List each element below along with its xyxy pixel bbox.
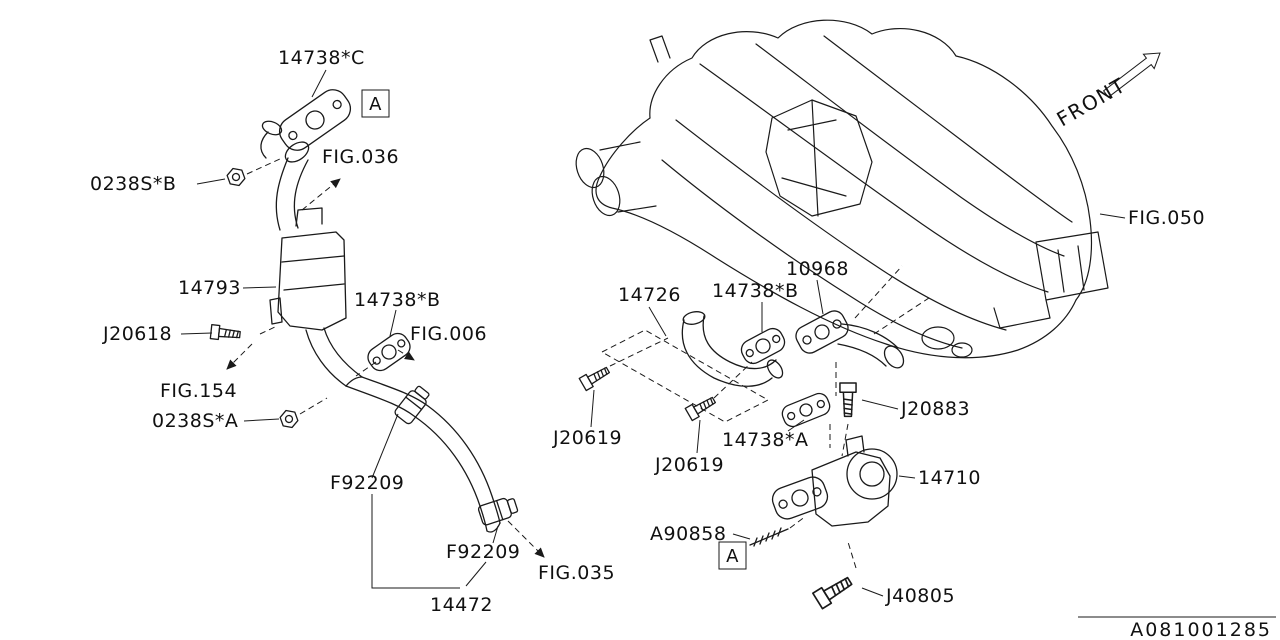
label-A90858: A90858 xyxy=(650,523,726,545)
detail-a-box-1 xyxy=(361,89,390,118)
leader-lines xyxy=(180,69,1126,597)
valve-14710-figure xyxy=(771,435,898,527)
drawing-code: A081001285 xyxy=(1130,619,1272,640)
label-14710: 14710 xyxy=(918,467,981,489)
clamp-F92209-2-figure xyxy=(476,494,520,527)
footer: A081001285 xyxy=(1078,616,1276,640)
fig006-arrow xyxy=(397,349,415,361)
nut-0238SB-figure xyxy=(225,167,247,187)
stud-A90858-figure xyxy=(749,527,789,547)
label-14738B-left: 14738*B xyxy=(354,289,440,311)
label-fig050: FIG.050 xyxy=(1128,207,1205,229)
gasket-14738C-figure xyxy=(278,89,352,151)
fig035-arrow xyxy=(507,520,545,558)
nut-0238SA-figure xyxy=(278,409,300,429)
bolt-J40805-figure xyxy=(812,572,856,610)
pipe-elbow-figure xyxy=(260,120,310,231)
pipe-10968-figure xyxy=(795,310,905,369)
label-J20618: J20618 xyxy=(102,323,172,345)
label-J20619-1: J20619 xyxy=(552,427,622,449)
bolt-J20883-figure xyxy=(839,382,857,418)
lower-pipe-figure xyxy=(305,327,363,387)
detail-a-box-2 xyxy=(718,541,747,570)
label-J40805: J40805 xyxy=(885,585,955,607)
label-14472: 14472 xyxy=(430,594,493,616)
bolt-J20619-1-figure xyxy=(578,363,613,392)
gasket-14738A-figure xyxy=(781,392,831,428)
intake-manifold-figure xyxy=(575,19,1109,359)
label-14738B-right: 14738*B xyxy=(712,280,798,302)
part-labels: 14738*C 0238S*B 14793 14738*B J20618 023… xyxy=(90,47,981,616)
gasket-14738B-left-figure xyxy=(367,332,411,372)
label-J20883: J20883 xyxy=(900,398,970,420)
label-F92209-2: F92209 xyxy=(446,541,520,563)
fig154-arrow xyxy=(226,343,253,370)
middle-assembly xyxy=(578,310,905,610)
gasket-14738B-right-figure xyxy=(740,327,786,365)
label-14738A: 14738*A xyxy=(722,429,808,451)
front-label: FRONT xyxy=(1053,73,1131,132)
detail-markers: A A xyxy=(361,89,747,570)
label-0238SB: 0238S*B xyxy=(90,173,176,195)
detail-a-letter-1: A xyxy=(369,94,382,115)
label-fig035: FIG.035 xyxy=(538,562,615,584)
hose-14472-figure xyxy=(345,376,501,533)
valve-14793-figure xyxy=(269,207,347,331)
pipe-14726-figure xyxy=(681,311,784,387)
bolt-J20619-2-figure xyxy=(684,393,719,422)
label-0238SA: 0238S*A xyxy=(152,410,238,432)
label-fig154: FIG.154 xyxy=(160,380,237,402)
label-F92209-1: F92209 xyxy=(330,472,404,494)
front-direction: FRONT xyxy=(1053,52,1161,132)
detail-a-letter-2: A xyxy=(726,546,739,567)
front-arrow-icon xyxy=(1102,52,1161,98)
label-fig006: FIG.006 xyxy=(410,323,487,345)
label-14726: 14726 xyxy=(618,284,681,306)
label-10968: 10968 xyxy=(786,258,849,280)
label-J20619-2: J20619 xyxy=(654,454,724,476)
bolt-J20618-figure xyxy=(209,324,242,343)
label-fig036: FIG.036 xyxy=(322,146,399,168)
phantom-lines xyxy=(226,157,933,569)
label-14738C: 14738*C xyxy=(278,47,365,69)
figure-references: FIG.036 FIG.006 FIG.154 FIG.035 FIG.050 xyxy=(160,146,1205,584)
fig036-arrow xyxy=(301,178,341,211)
label-14793: 14793 xyxy=(178,277,241,299)
left-assembly xyxy=(209,89,520,533)
